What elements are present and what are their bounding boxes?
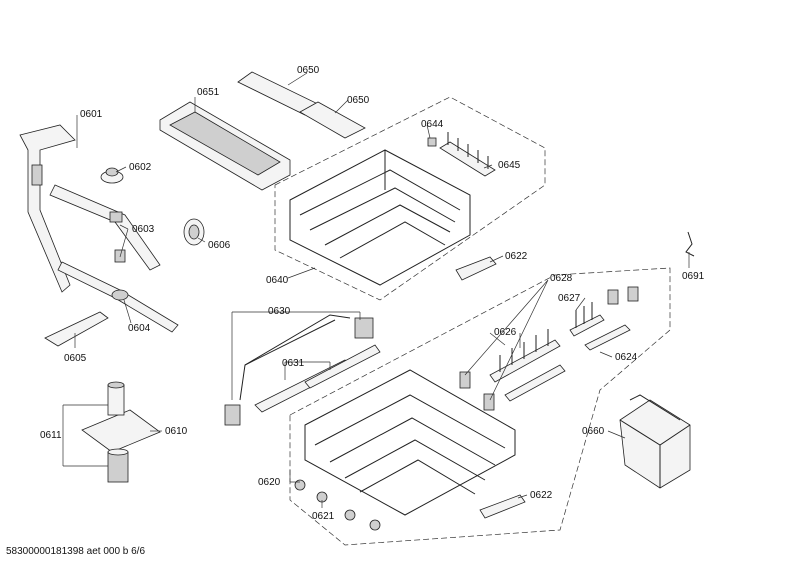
label-0602: 0602 (129, 162, 152, 173)
clip-0628 (459, 371, 495, 411)
label-0622-upper: 0622 (505, 251, 528, 262)
round-part-0606 (183, 218, 205, 246)
filter-assembly-0610 (81, 381, 161, 453)
label-0650-lower: 0650 (347, 95, 370, 106)
tine-row-0626 (489, 329, 566, 402)
handle-0622a (455, 256, 497, 281)
clip-0644 (427, 137, 437, 147)
label-0621: 0621 (312, 511, 335, 522)
label-0601: 0601 (80, 109, 103, 120)
label-0626: 0626 (494, 327, 517, 338)
label-0605: 0605 (64, 353, 87, 364)
label-0651: 0651 (197, 87, 220, 98)
label-0624: 0624 (615, 352, 638, 363)
label-0606: 0606 (208, 240, 231, 251)
label-0627: 0627 (558, 293, 581, 304)
document-code-footer: 58300000181398 aet 000 b 6/6 (6, 546, 146, 557)
tine-row-0631 (254, 344, 381, 413)
label-0691: 0691 (682, 271, 705, 282)
label-0611: 0611 (40, 430, 62, 441)
lower-basket-0620 (304, 369, 516, 516)
tine-holder-0630 (224, 314, 374, 426)
label-0620: 0620 (258, 477, 281, 488)
cutlery-basket-0660 (619, 394, 691, 489)
label-0644: 0644 (421, 119, 444, 130)
label-0640: 0640 (266, 275, 289, 286)
cup-rack-0650b (299, 101, 366, 139)
tine-row-0627 (569, 302, 605, 337)
label-0645: 0645 (498, 160, 521, 171)
upper-basket-outline (274, 96, 546, 301)
label-0622-lower: 0622 (530, 490, 553, 501)
spray-arm-pipe-0601 (19, 124, 76, 293)
tray-0651 (159, 101, 291, 191)
clip-0691 (685, 231, 695, 257)
handle-0622b (479, 494, 526, 519)
label-0650-upper: 0650 (297, 65, 320, 76)
leader-lines (62, 72, 690, 508)
label-0631: 0631 (282, 358, 305, 369)
label-0660: 0660 (582, 426, 605, 437)
label-0610: 0610 (165, 426, 188, 437)
label-0604: 0604 (128, 323, 151, 334)
nut-0602 (100, 167, 124, 184)
lower-basket-outline (289, 267, 671, 546)
lower-spray-arm-0604 (57, 261, 179, 333)
tine-row-0624 (584, 286, 639, 351)
filter-disk-0605 (44, 311, 109, 347)
tine-rack-0645 (439, 132, 496, 177)
upper-basket-0640 (289, 149, 471, 286)
label-0630: 0630 (268, 306, 291, 317)
label-0603: 0603 (132, 224, 155, 235)
fine-filter-0611 (107, 448, 129, 483)
label-0628: 0628 (550, 273, 573, 284)
